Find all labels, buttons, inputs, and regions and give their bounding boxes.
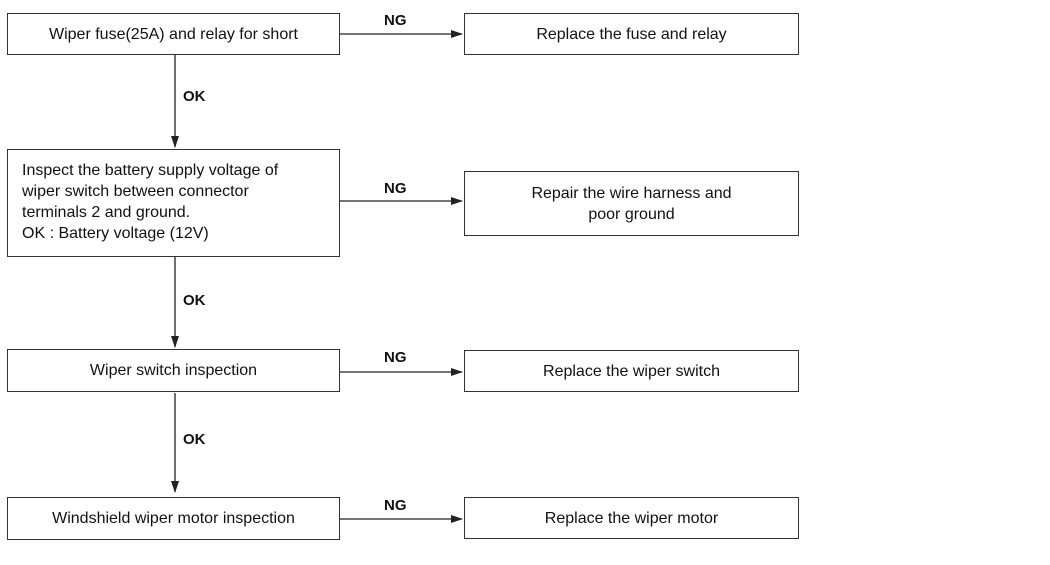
action-box-replace-wiper-switch: Replace the wiper switch [464, 350, 799, 392]
ng-label: NG [384, 497, 407, 514]
check-text-line: terminals 2 and ground. [22, 204, 191, 221]
action-box-repair-wire-harness: Repair the wire harness and poor ground [464, 171, 799, 236]
ok-label: OK [183, 431, 206, 448]
action-box-replace-fuse-relay: Replace the fuse and relay [464, 13, 799, 55]
check-text-line: wiper switch between connector [22, 183, 249, 200]
action-text: Replace the wiper switch [543, 362, 720, 380]
check-box-wiper-switch: Wiper switch inspection [7, 349, 340, 392]
ok-label: OK [183, 292, 206, 309]
action-text-line: Repair the wire harness and [531, 184, 732, 202]
ng-label: NG [384, 349, 407, 366]
ng-label: NG [384, 12, 407, 29]
check-box-wiper-motor: Windshield wiper motor inspection [7, 497, 340, 540]
check-text: Wiper switch inspection [89, 362, 258, 379]
check-text-line: OK : Battery voltage (12V) [22, 225, 209, 242]
action-text-line: poor ground [588, 205, 675, 223]
check-text: Windshield wiper motor inspection [52, 510, 295, 527]
check-text-line: Inspect the battery supply voltage of [22, 162, 279, 179]
action-box-replace-wiper-motor: Replace the wiper motor [464, 497, 799, 539]
action-text: Replace the wiper motor [544, 509, 719, 527]
ok-label: OK [183, 88, 206, 105]
check-box-battery-voltage: Inspect the battery supply voltage of wi… [7, 149, 340, 257]
action-text: Replace the fuse and relay [536, 25, 727, 43]
check-text: Wiper fuse(25A) and relay for short [49, 25, 298, 43]
check-box-fuse-relay: Wiper fuse(25A) and relay for short [7, 13, 340, 55]
ng-label: NG [384, 180, 407, 197]
